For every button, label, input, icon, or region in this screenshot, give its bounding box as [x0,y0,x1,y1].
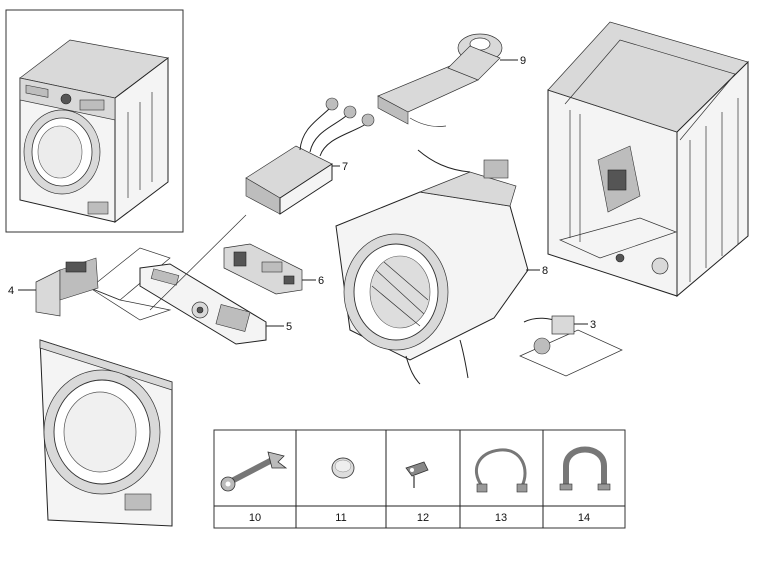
accessory-label-10: 10 [249,512,261,524]
drain-pump [519,315,623,377]
spanner-icon [220,451,288,492]
bracket-icon [405,461,429,488]
callout-3: 3 [590,319,596,331]
hose-icon [475,448,528,493]
detergent-drawer [18,247,172,321]
main-pcb [149,214,316,311]
accessory-label-11: 11 [335,512,346,524]
callout-5: 5 [286,321,292,333]
assembled-washer-view [5,9,184,233]
accessory-label-12: 12 [417,512,429,524]
front-panel-door [39,339,173,527]
callout-4: 4 [8,285,14,297]
callout-7: 7 [342,161,348,173]
callout-9: 9 [520,55,526,67]
accessories-table: 10 11 12 13 14 [213,429,626,529]
callout-8: 8 [542,265,548,277]
accessory-label-13: 13 [495,512,507,524]
callout-6: 6 [318,275,324,287]
hose-guide-icon [559,446,611,491]
tub-assembly [335,149,540,385]
accessory-label-14: 14 [578,512,590,524]
dispenser-housing [245,97,375,215]
cabinet-frame [547,21,749,298]
control-panel [139,263,284,345]
upper-duct-assembly [377,33,518,127]
cap-icon [331,457,355,479]
